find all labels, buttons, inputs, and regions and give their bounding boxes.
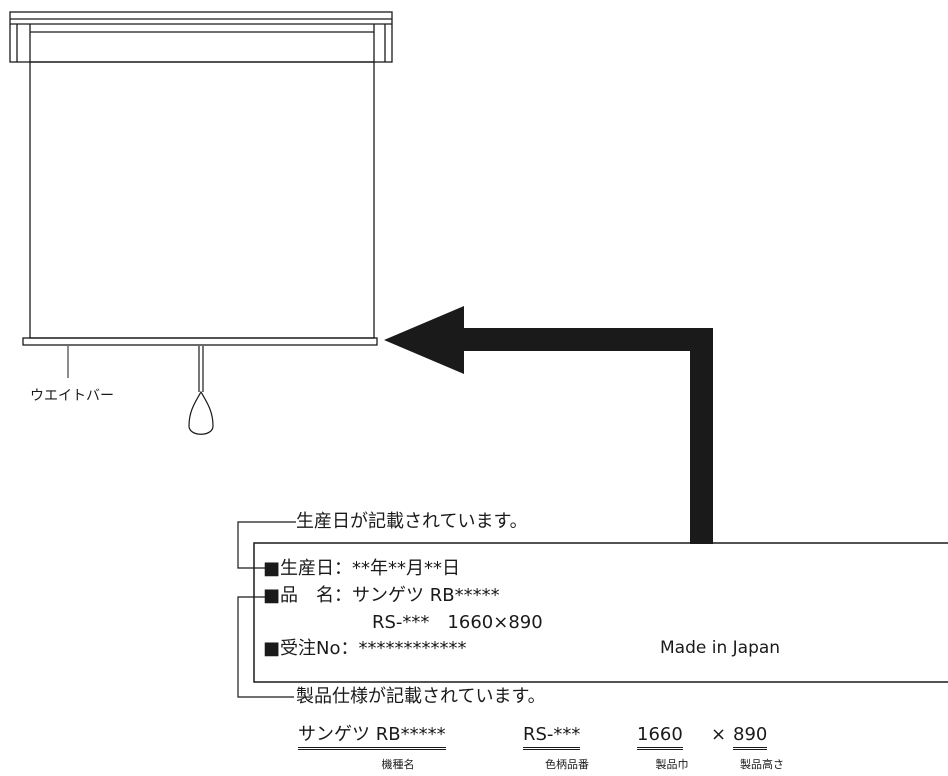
spec-times-sign: × [711,724,727,745]
spec-height: 890 [733,726,768,750]
spec-width: 1660 [637,726,683,750]
label-order-number-row: ■受注No：************ [263,638,467,659]
spec-color-code: RS-*** [523,726,581,750]
head-box [9,11,393,63]
pull-cord [188,346,214,435]
label-panel [253,542,948,683]
spec-model: サンゲツ RB***** [298,726,446,750]
spec-color-caption: 色柄品番 [545,758,589,771]
weight-bar-label: ウエイトバー [30,388,114,404]
pointer-arrow [384,306,713,544]
callout-product-spec: 製品仕様が記載されています。 [296,686,546,707]
weight-bar [22,337,378,346]
spec-width-caption: 製品巾 [655,758,689,771]
label-spec-row: RS-*** 1660×890 [372,612,543,633]
screen-fabric [29,61,375,339]
callout-production-date: 生産日が記載されています。 [296,511,528,532]
label-product-name-row: ■品 名：サンゲツ RB***** [263,585,500,606]
spec-model-caption: 機種名 [381,758,415,771]
spec-height-caption: 製品高さ [740,758,784,771]
callout-brackets [237,521,296,698]
label-production-date-row: ■生産日：**年**月**日 [263,558,461,579]
label-made-in: Made in Japan [660,638,781,658]
